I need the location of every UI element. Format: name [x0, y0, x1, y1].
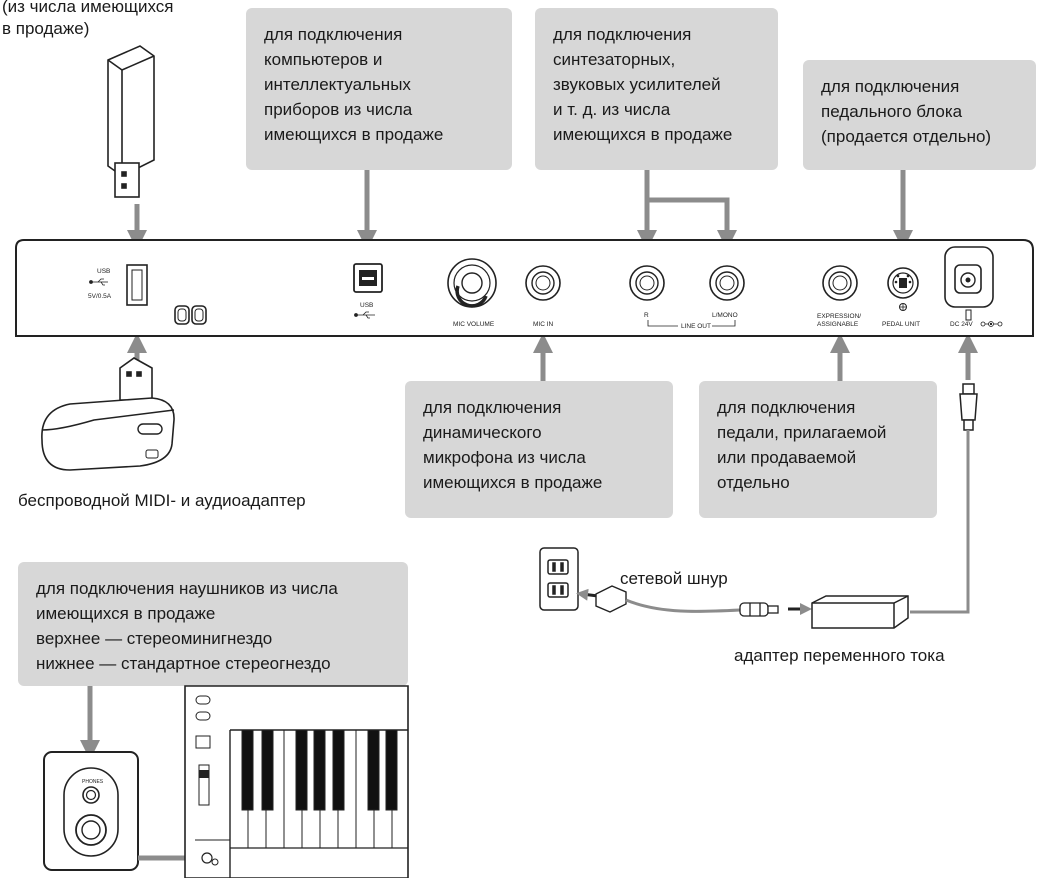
callout-line-out: для подключения синтезаторных, звуковых …: [535, 8, 778, 170]
wall-outlet-icon: [539, 547, 579, 611]
phones-closeup: [43, 751, 139, 871]
callout-line: верхнее — стереоминигнездо: [36, 629, 273, 648]
callout-line: имеющихся в продаже: [264, 125, 444, 144]
callout-line: имеющихся в продаже: [36, 604, 216, 623]
callout-phones: для подключения наушников из числа имеющ…: [18, 562, 408, 686]
mic-volume-label: MIC VOLUME: [453, 321, 495, 328]
callout-line: динамического: [423, 423, 542, 442]
callout-line: интеллектуальных: [264, 75, 411, 94]
callout-line: микрофона из числа: [423, 448, 586, 467]
callout-line: для подключения наушников из числа: [36, 579, 338, 598]
expression-jack: [822, 265, 858, 301]
mic-volume-knob-icon: [447, 258, 497, 308]
callout-line: синтезаторных,: [553, 50, 676, 69]
pedal-unit-label: PEDAL UNIT: [882, 321, 920, 328]
callout-line: или продаваемой: [717, 448, 857, 467]
wireless-adapter-icon: [41, 357, 175, 471]
wireless-adapter-label: беспроводной MIDI- и аудиоадаптер: [18, 491, 306, 510]
callout-line: нижнее — стандартное стереогнездо: [36, 654, 331, 673]
callout-line: приборов из числа: [264, 100, 413, 119]
top-left-label: (из числа имеющихся в продаже): [2, 0, 174, 38]
polarity-icon: [980, 321, 1003, 327]
callout-line: для подключения: [717, 398, 856, 417]
callout-line: имеющихся в продаже: [423, 473, 603, 492]
callout-line: педали, прилагаемой: [717, 423, 887, 442]
power-cord-label: сетевой шнур: [620, 569, 728, 588]
callout-pedal-unit: для подключения педального блока (продае…: [803, 60, 1036, 170]
callout-line: имеющихся в продаже: [553, 125, 733, 144]
l-mono-label: L/MONO: [712, 312, 738, 319]
dc-plug-icon: [959, 383, 978, 431]
callout-line: для подключения: [553, 25, 692, 44]
usb-symbol-icon: [89, 278, 108, 286]
phones-label: PHONES: [82, 779, 104, 785]
dc-label: DC 24V: [950, 321, 973, 328]
callout-line: для подключения: [264, 25, 403, 44]
dc-in-port: [944, 246, 994, 321]
mic-in-jack: [525, 265, 561, 301]
callout-line: для подключения: [423, 398, 562, 417]
line-out-label: LINE OUT: [681, 323, 711, 330]
ac-adapter-icon: [811, 595, 909, 629]
callout-line: звуковых усилителей: [553, 75, 721, 94]
pedal-unit-port: [887, 267, 919, 311]
expression-label-1: EXPRESSION/: [817, 313, 861, 320]
power-plug-icon: [595, 585, 627, 613]
callout-expression: для подключения педали, прилагаемой или …: [699, 381, 937, 518]
mic-in-label: MIC IN: [533, 321, 554, 328]
callout-mic-in: для подключения динамического микрофона …: [405, 381, 673, 518]
cord-connector-icon: [739, 602, 779, 617]
callout-line: для подключения: [821, 77, 960, 96]
usb-a-rating: 5V/0.5A: [88, 293, 112, 300]
r-label: R: [644, 312, 649, 319]
callout-usb-computer: для подключения компьютеров и интеллекту…: [246, 8, 512, 170]
callout-line: (продается отдельно): [821, 127, 992, 146]
rear-panel: USB 5V/0.5A USB MIC VOLUME: [15, 239, 1034, 337]
usb-b-symbol-icon: [354, 311, 375, 319]
line-out-l-jack: [709, 265, 745, 301]
callout-line: компьютеров и: [264, 50, 383, 69]
expression-label-2: ASSIGNABLE: [817, 321, 859, 328]
usb-a-label: USB: [97, 268, 110, 275]
line-out-r-jack: [629, 265, 665, 301]
callout-line: отдельно: [717, 473, 790, 492]
usb-flash-drive-icon: [107, 45, 155, 198]
callout-line: и т. д. из числа: [553, 100, 671, 119]
keyboard-keys: [241, 729, 398, 848]
usb-b-label: USB: [360, 302, 373, 309]
callout-line: педального блока: [821, 102, 963, 121]
ac-adapter-label: адаптер переменного тока: [734, 646, 945, 665]
arrow-line-out-l: [647, 197, 737, 250]
